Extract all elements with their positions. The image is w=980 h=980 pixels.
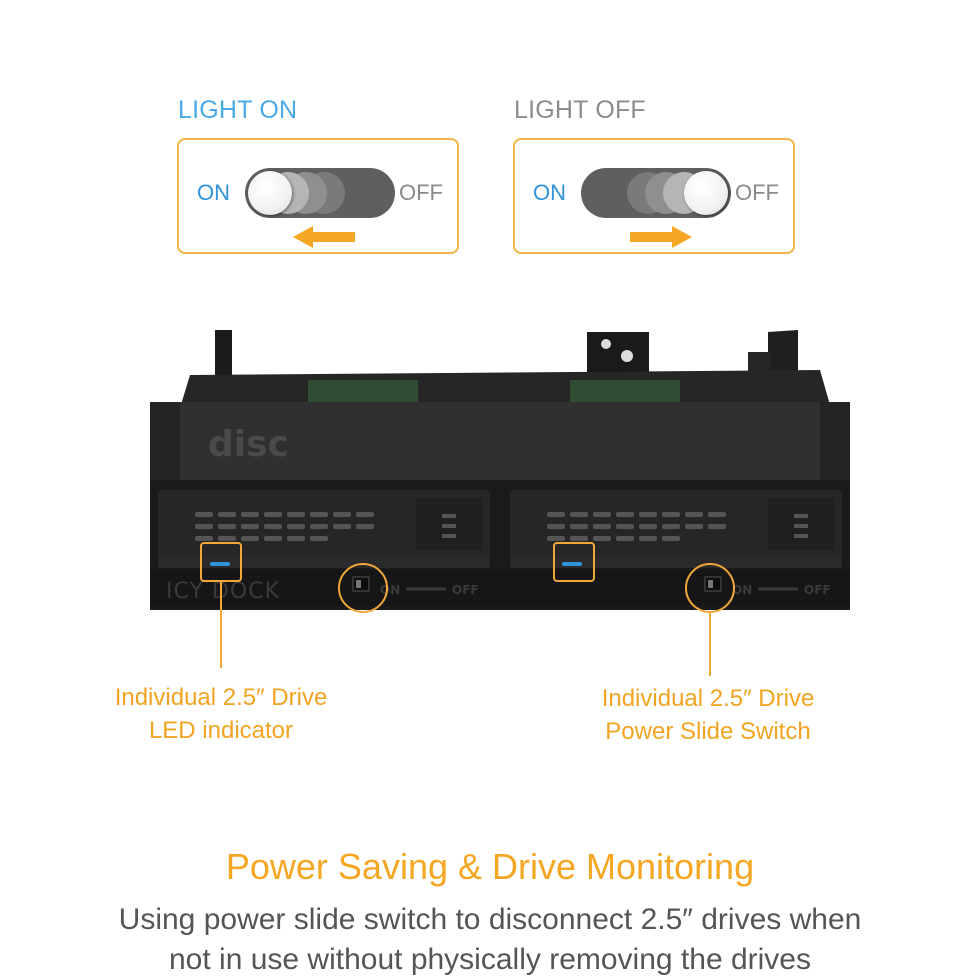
- switch-off-label: OFF: [735, 180, 779, 205]
- slide-switch-track: [581, 168, 731, 218]
- drive-bay-image: disc ICY D: [150, 330, 850, 610]
- switch-off-label: OFF: [399, 180, 443, 205]
- switch-leader-line: [709, 612, 711, 676]
- switch-callout-circle-right: [685, 563, 735, 613]
- led-callout-frame-right: [553, 542, 595, 582]
- led-indicator-caption: Individual 2.5″ Drive LED indicator: [114, 684, 328, 744]
- light-off-title: LIGHT OFF: [514, 96, 646, 124]
- led-leader-line: [220, 582, 222, 668]
- switch-callout-circle-left: [338, 563, 388, 613]
- led-indicator-right: [562, 562, 582, 566]
- svg-text:OFF: OFF: [452, 583, 479, 597]
- slide-switch-track: [245, 168, 395, 218]
- arrow-left-icon: [293, 226, 355, 248]
- power-switch-caption: Individual 2.5″ Drive Power Slide Switch: [601, 685, 815, 745]
- led-indicator-left: [210, 562, 230, 566]
- led-callout-frame-left: [200, 542, 242, 582]
- light-off-switch-panel: ON OFF: [513, 138, 795, 254]
- light-on-switch-panel: ON OFF: [177, 138, 459, 254]
- arrow-right-icon: [630, 226, 692, 248]
- svg-text:OFF: OFF: [804, 583, 831, 597]
- light-on-title: LIGHT ON: [178, 96, 298, 124]
- brand-mark: ICY DOCK: [166, 579, 280, 604]
- switch-on-label: ON: [533, 180, 566, 205]
- slide-switch-knob: [248, 171, 292, 215]
- disc-logo: disc: [208, 424, 289, 465]
- slide-switch-knob: [684, 171, 728, 215]
- headline: Power Saving & Drive Monitoring: [225, 846, 755, 887]
- switch-on-label: ON: [197, 180, 230, 205]
- svg-text:ON: ON: [732, 583, 752, 597]
- description: Using power slide switch to disconnect 2…: [118, 903, 862, 976]
